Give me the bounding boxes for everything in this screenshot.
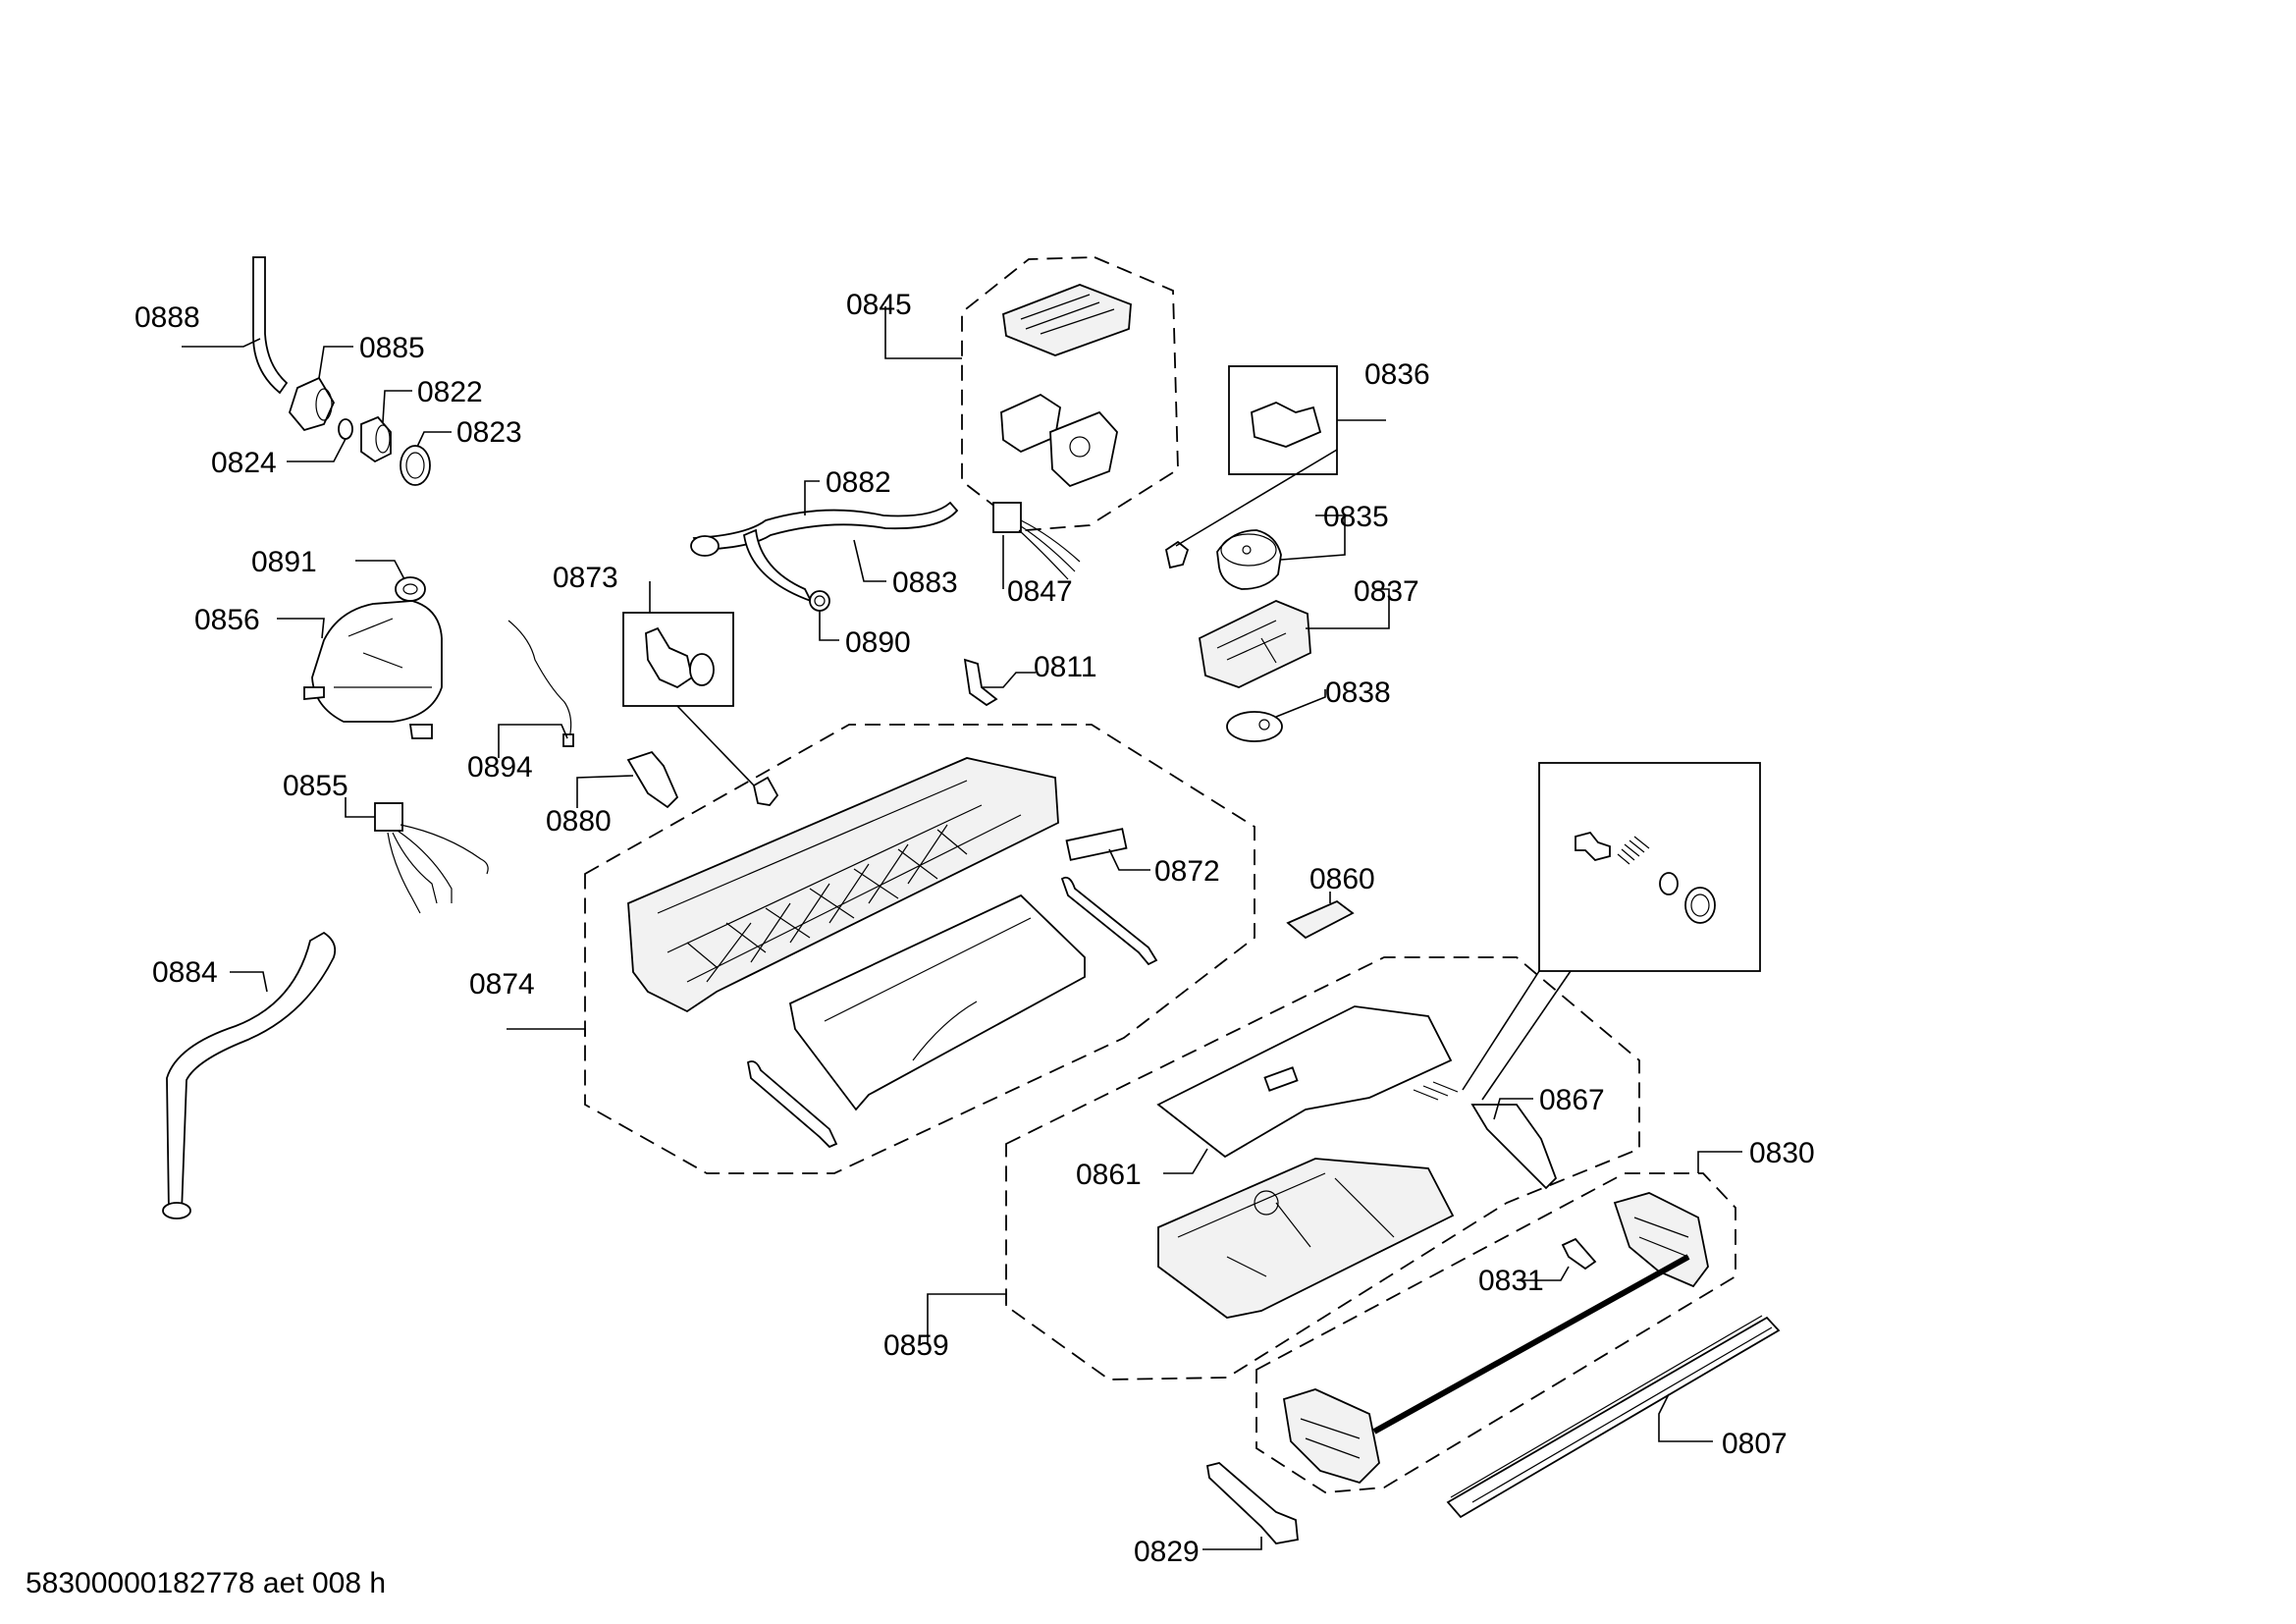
inner-tray-0874-part — [788, 893, 1086, 1111]
label-0807: 0807 — [1722, 1428, 1788, 1460]
link-left-0874 — [746, 1060, 838, 1149]
housing-0837-part — [1199, 600, 1311, 688]
clip-0836-part — [1164, 540, 1190, 569]
label-0811: 0811 — [1034, 651, 1097, 683]
pump-0856-part — [303, 600, 443, 739]
fitting-0822-part — [360, 415, 392, 463]
rail-0807-part — [1446, 1315, 1781, 1519]
label-0845: 0845 — [846, 289, 912, 321]
box-0859-part — [1157, 1158, 1455, 1319]
clip-0891-part — [395, 576, 426, 602]
hose-0884-end — [162, 1202, 191, 1219]
document-id: 58300000182778 aet 008 h — [26, 1567, 387, 1599]
part-labels: 0888 0885 0822 0823 0824 0845 0836 0882 … — [134, 289, 1815, 1568]
label-0883: 0883 — [892, 567, 958, 599]
valve-0867-installed — [1413, 1081, 1558, 1190]
label-0885: 0885 — [359, 332, 425, 364]
group-outline-0859 — [1005, 956, 1640, 1380]
label-0831: 0831 — [1478, 1265, 1544, 1297]
group-outline-0830 — [1255, 1172, 1736, 1493]
label-0880: 0880 — [546, 805, 612, 838]
label-0823: 0823 — [456, 416, 522, 449]
label-0894: 0894 — [467, 751, 533, 784]
label-0890: 0890 — [845, 626, 911, 659]
link-right-0874 — [1060, 876, 1158, 966]
callout-box-0867 — [1538, 762, 1761, 972]
seal-0823-part — [400, 445, 431, 486]
label-0838: 0838 — [1325, 677, 1391, 709]
lock-0830-part — [1613, 1192, 1709, 1288]
label-0829: 0829 — [1134, 1536, 1200, 1568]
clip-0890-part — [809, 590, 830, 612]
washer-0824-part — [338, 418, 353, 440]
label-0837: 0837 — [1354, 575, 1419, 608]
label-0882: 0882 — [826, 466, 891, 499]
label-0835: 0835 — [1323, 501, 1389, 533]
sensor-0836-part — [1251, 402, 1322, 448]
filter-0860-part — [1286, 899, 1355, 940]
hose-0882-part — [690, 501, 959, 603]
harness-0855-part — [374, 802, 489, 914]
group-outline-0874 — [584, 724, 1255, 1174]
label-0860: 0860 — [1309, 863, 1375, 895]
valve-0873-part — [645, 626, 715, 689]
label-0891: 0891 — [251, 546, 317, 578]
pad-0872-part — [1065, 828, 1128, 861]
label-0873: 0873 — [553, 562, 618, 594]
label-0872: 0872 — [1154, 855, 1220, 888]
bracket-0880-part — [626, 750, 679, 809]
label-0830: 0830 — [1749, 1137, 1815, 1169]
pipe-0888-part — [252, 256, 289, 395]
nut-0885-part — [288, 376, 336, 432]
valve-0867-parts — [1575, 831, 1716, 924]
clip-0831-part — [1561, 1237, 1597, 1271]
wire-0894-part — [507, 620, 572, 739]
valve-0845-part — [1000, 393, 1118, 488]
label-0824: 0824 — [211, 447, 277, 479]
valve-0873-installed — [752, 776, 779, 806]
label-0856: 0856 — [194, 604, 260, 636]
label-0847: 0847 — [1007, 575, 1073, 608]
leader-lines — [182, 306, 1742, 1550]
bracket-0811-part — [963, 658, 998, 707]
knob-0838-part — [1226, 711, 1283, 742]
label-0884: 0884 — [152, 956, 218, 989]
label-0836: 0836 — [1364, 358, 1430, 391]
label-0888: 0888 — [134, 301, 200, 334]
pcb-0845-part — [1002, 284, 1132, 356]
label-0855: 0855 — [283, 770, 348, 802]
harness-0847-part — [992, 502, 1081, 580]
lock-left-0830-part — [1282, 1388, 1380, 1485]
label-0822: 0822 — [417, 376, 483, 408]
lever-0829-part — [1205, 1462, 1299, 1544]
label-0861: 0861 — [1076, 1159, 1142, 1191]
label-0874: 0874 — [469, 968, 535, 1001]
label-0859: 0859 — [883, 1329, 949, 1362]
hose-0884-part — [166, 931, 337, 1214]
wire-0894-connector — [562, 733, 574, 747]
label-0867: 0867 — [1539, 1084, 1605, 1116]
motor-0835-part — [1216, 529, 1282, 590]
tray-frame-0874-part — [627, 757, 1059, 1013]
lid-0861-part — [1156, 1005, 1453, 1159]
